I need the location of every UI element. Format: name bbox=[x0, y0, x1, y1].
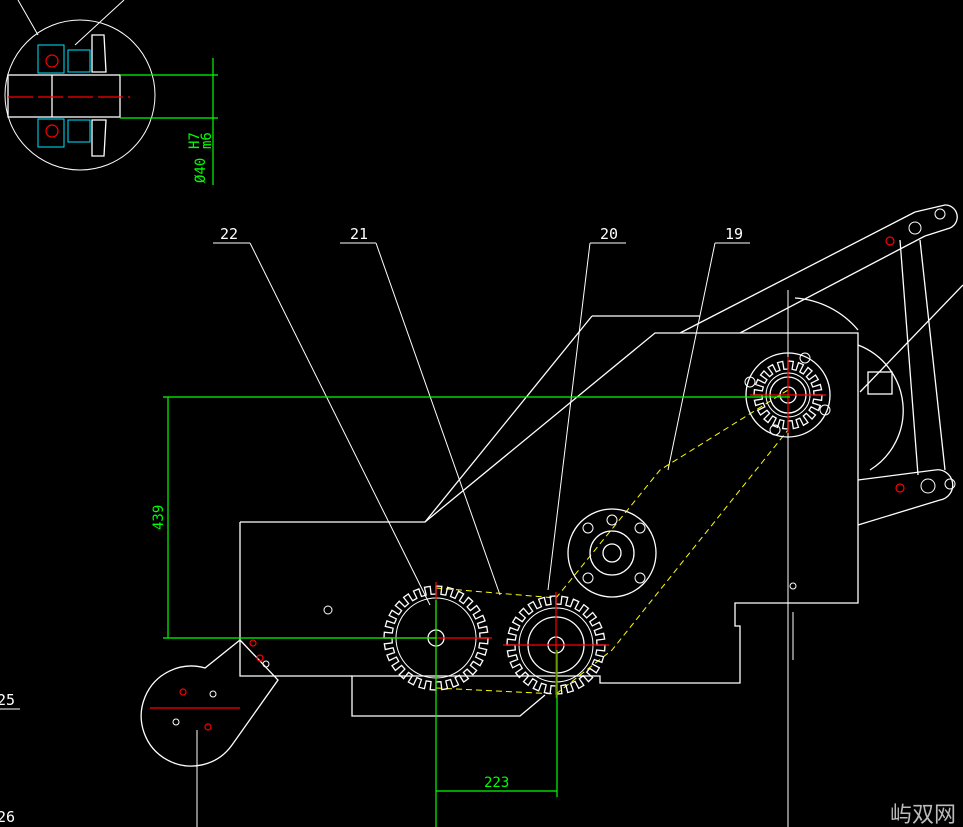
part-label-20: 20 bbox=[600, 225, 618, 243]
lower-lever bbox=[140, 639, 279, 827]
pulley-bolt-hole bbox=[769, 424, 781, 436]
dimension-lines: 439 223 bbox=[151, 396, 790, 827]
center-distance-dimension-223: 223 bbox=[484, 775, 509, 791]
part-label-26: 26 bbox=[0, 808, 15, 826]
part-label-25: 25 bbox=[0, 691, 15, 709]
part-leaders: 22 21 20 19 25 26 bbox=[0, 225, 750, 826]
part-label-21: 21 bbox=[350, 225, 368, 243]
flange-bolt-hole bbox=[634, 572, 646, 584]
watermark: 屿双网 bbox=[890, 803, 956, 827]
flange-bolt-hole bbox=[582, 572, 594, 584]
flange-bolt-hole bbox=[582, 522, 594, 534]
flange-bolt-hole bbox=[606, 514, 618, 526]
pulley-19-rim bbox=[745, 352, 831, 438]
part-label-19: 19 bbox=[725, 225, 743, 243]
flange-hub-inner bbox=[589, 530, 635, 576]
chain-path bbox=[435, 389, 789, 695]
frame-body bbox=[239, 204, 963, 827]
gears bbox=[380, 352, 831, 698]
flange-bolt-hole bbox=[634, 522, 646, 534]
fit-upper-tolerance: H7 bbox=[187, 132, 203, 149]
pulley-bolt-hole bbox=[744, 376, 756, 388]
height-dimension-439: 439 bbox=[151, 505, 167, 530]
fit-lower-tolerance: m6 bbox=[199, 132, 215, 149]
pulley-bolt-hole bbox=[799, 352, 811, 364]
pulley-bolt-hole bbox=[819, 404, 831, 416]
part-label-22: 22 bbox=[220, 225, 238, 243]
flange-hub-bore bbox=[602, 543, 622, 563]
shaft-fit-dimension: Ø40 bbox=[193, 158, 209, 183]
flange-hub bbox=[567, 508, 657, 598]
bearing-detail-view: Ø40 H7 m6 bbox=[4, 0, 218, 185]
